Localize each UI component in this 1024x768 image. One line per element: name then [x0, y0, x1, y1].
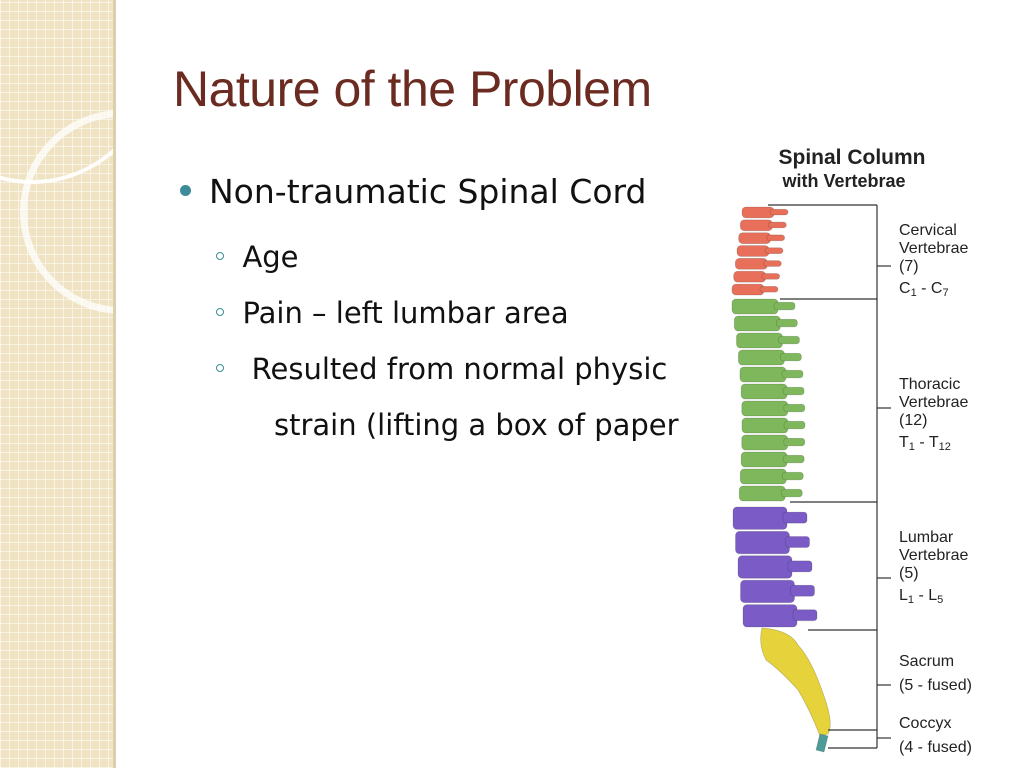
vertebra-process: [787, 560, 813, 573]
bullet-dot-icon: [180, 185, 191, 196]
lumbar-label: Lumbar Vertebrae (5) L1 - L5: [899, 529, 969, 606]
sub-bullet-text: Age: [242, 240, 299, 274]
vertebra-body: [741, 434, 789, 451]
vertebra-process: [790, 584, 815, 597]
sub-bullet-circle-icon: [216, 308, 224, 316]
vertebra-process: [783, 403, 806, 413]
vertebra-body: [733, 315, 781, 332]
vertebra-process: [781, 471, 804, 481]
vertebra-process: [775, 318, 798, 328]
vertebra-process: [783, 420, 806, 430]
sub-bullet-continuation: strain (lifting a box of paper: [274, 408, 679, 442]
vertebra-process: [781, 369, 804, 379]
vertebra-body: [740, 451, 788, 468]
vertebra-body: [741, 417, 789, 434]
vertebra-body: [735, 530, 790, 555]
vertebra-process: [764, 247, 784, 254]
vertebra-process: [767, 221, 787, 229]
decorative-side-strip: [0, 0, 113, 768]
vertebra-body: [739, 219, 773, 232]
coccyx-shape: [815, 733, 829, 753]
sacrum-label: Sacrum (5 - fused): [899, 653, 972, 694]
vertebra-body: [737, 349, 785, 366]
sub-bullet-text: Pain – left lumbar area: [242, 296, 569, 330]
vertebra-process: [773, 301, 796, 311]
bullet-list: Non-traumatic Spinal Cord Age Pain – lef…: [180, 172, 720, 472]
strip-edge: [113, 0, 116, 768]
sub-bullet-item: Pain – left lumbar area: [216, 296, 569, 330]
sacrum-shape: [760, 627, 831, 737]
vertebra-process: [778, 335, 800, 345]
vertebra-body: [731, 283, 765, 296]
spinal-column-figure: Spinal Column with Vertebrae Cervical Ve…: [720, 140, 1024, 768]
vertebra-process: [766, 234, 786, 242]
sub-bullet-text: Resulted from normal physic: [242, 352, 668, 386]
vertebra-body: [731, 298, 779, 315]
vertebra-process: [792, 609, 818, 622]
spine-illustration: [731, 204, 891, 753]
vertebra-body: [738, 232, 772, 244]
vertebra-process: [779, 352, 802, 362]
bullet-text: Non-traumatic Spinal Cord: [209, 172, 647, 211]
vertebra-body: [738, 485, 786, 502]
vertebra-body: [741, 400, 789, 417]
vertebra-process: [780, 488, 803, 498]
cervical-label: Cervical Vertebrae (7) C1 - C7: [899, 222, 969, 299]
vertebra-process: [782, 454, 805, 464]
bullet-item: Non-traumatic Spinal Cord: [180, 172, 646, 211]
vertebra-process: [759, 285, 779, 293]
vertebra-process: [783, 437, 806, 447]
vertebra-body: [742, 604, 798, 628]
sub-bullet-circle-icon: [216, 252, 224, 260]
vertebra-process: [782, 511, 808, 524]
vertebra-process: [762, 260, 782, 267]
vertebra-body: [741, 206, 775, 219]
thoracic-label: Thoracic Vertebrae (12) T1 - T12: [899, 376, 969, 453]
vertebra-body: [732, 506, 788, 530]
vertebra-body: [734, 258, 768, 270]
vertebra-body: [733, 270, 767, 283]
vertebra-process: [769, 208, 789, 216]
sub-bullet-item: Resulted from normal physic: [216, 352, 667, 386]
sub-bullet-item: Age: [216, 240, 299, 274]
figure-subtitle: with Vertebrae: [782, 171, 906, 191]
vertebra-body: [736, 332, 783, 349]
slide-title: Nature of the Problem: [173, 61, 652, 117]
vertebra-process: [761, 273, 781, 280]
vertebra-body: [739, 366, 787, 383]
vertebra-process: [782, 386, 805, 396]
vertebra-body: [740, 383, 788, 400]
coccyx-label: Coccyx (4 - fused): [899, 715, 972, 756]
sub-bullet-circle-icon: [216, 364, 224, 372]
vertebra-body: [736, 245, 770, 257]
vertebra-body: [740, 579, 795, 604]
vertebra-process: [785, 536, 810, 548]
vertebra-body: [737, 555, 793, 579]
figure-title: Spinal Column: [778, 146, 926, 169]
vertebra-body: [739, 468, 787, 485]
